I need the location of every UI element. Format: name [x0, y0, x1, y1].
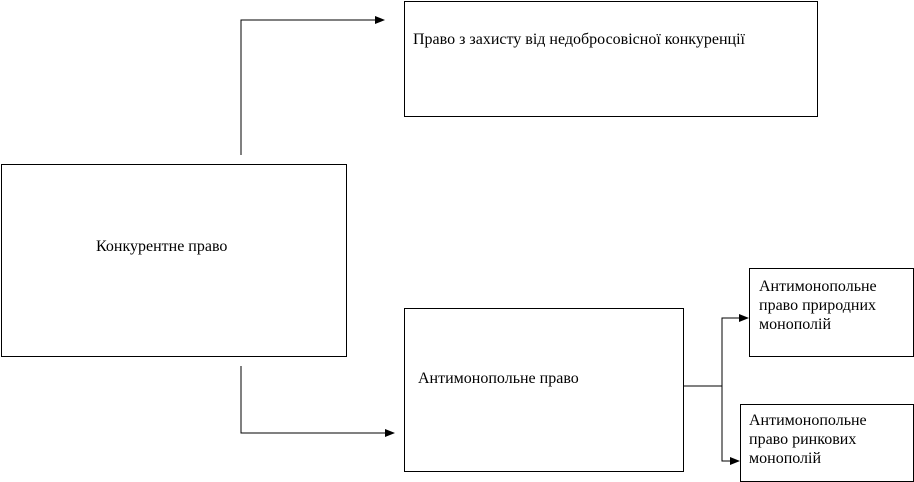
node-market-monopolies-law-label: Антимонопольне право ринкових монополій	[749, 412, 867, 467]
node-antimonopoly-law-label: Антимонопольне право	[418, 370, 579, 387]
node-natural-monopolies-law-label: Антимонопольне право природних монополій	[759, 278, 877, 333]
edge-antimonopoly-to-market	[721, 386, 740, 465]
node-antimonopoly-law: Антимонопольне право	[404, 308, 684, 472]
node-competition-law: Конкурентне право	[1, 164, 347, 357]
edge-root-to-unfair	[240, 16, 385, 155]
node-competition-law-label: Конкурентне право	[96, 238, 228, 255]
edge-antimonopoly-to-natural	[721, 314, 749, 386]
node-market-monopolies-law: Антимонопольне право ринкових монополій	[740, 404, 914, 482]
edge-root-to-antimonopoly	[240, 366, 395, 437]
node-unfair-competition-law-label: Право з захисту від недобросовісної конк…	[413, 31, 745, 48]
node-natural-monopolies-law: Антимонопольне право природних монополій	[749, 268, 914, 357]
node-unfair-competition-law: Право з захисту від недобросовісної конк…	[404, 1, 818, 117]
